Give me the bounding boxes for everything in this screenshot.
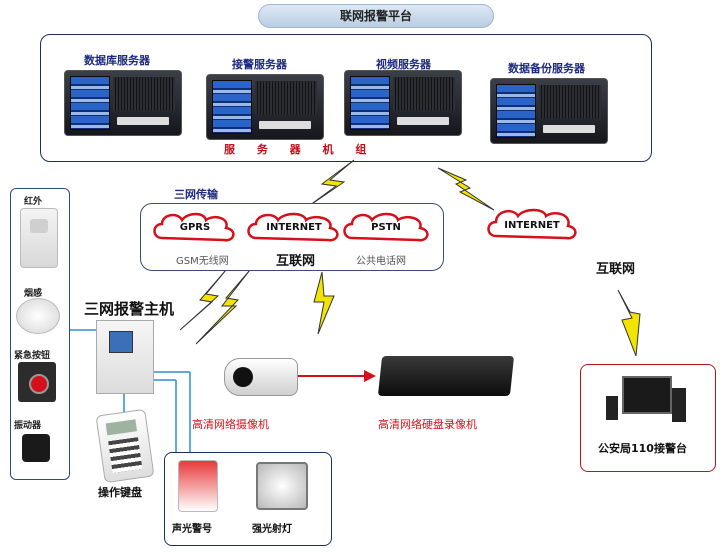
floodlight-label: 强光射灯 — [252, 524, 292, 535]
internet-cloud-icon — [247, 212, 339, 242]
lightning-bolt-icon — [179, 269, 227, 331]
alarm-host-icon — [96, 320, 154, 394]
floodlight-icon — [256, 462, 308, 510]
computer-tower-icon — [672, 388, 686, 422]
lightning-bolt-icon — [305, 159, 355, 209]
keypad-label: 操作键盘 — [98, 486, 142, 499]
server-label-alarm-receiving: 接警服务器 — [232, 58, 287, 71]
sensor-label-smoke: 烟感 — [24, 289, 43, 299]
platform-title: 联网报警平台 — [258, 4, 494, 28]
gprs-cloud-label: GPRS — [179, 222, 211, 233]
right-internet-cloud-icon — [487, 208, 577, 240]
panic-button-icon — [18, 362, 56, 402]
gsm-caption: GSM无线网 — [176, 256, 229, 267]
server-label-database: 数据库服务器 — [84, 54, 150, 67]
lightning-bolt-icon — [437, 167, 495, 211]
nvr-icon — [377, 356, 515, 396]
siren-icon — [178, 460, 218, 512]
sensor-label-vibration: 振动器 — [14, 421, 42, 431]
server-label-video: 视频服务器 — [376, 58, 431, 71]
right-internet-cloud-label: INTERNET — [504, 220, 560, 231]
keypad-icon — [95, 408, 155, 484]
backup-server-icon — [490, 78, 608, 144]
camera-icon — [224, 358, 298, 396]
database-server-icon — [64, 70, 182, 136]
right-internet-label: 互联网 — [596, 262, 636, 277]
vibration-sensor-icon — [22, 434, 50, 462]
sensor-label-infrared: 红外 — [24, 197, 43, 207]
computer-monitor-icon — [622, 376, 672, 414]
video-server-icon — [344, 70, 462, 136]
internet-caption: 互联网 — [276, 254, 316, 269]
police-label: 公安局110接警台 — [598, 442, 687, 455]
transmission-title: 三网传输 — [174, 188, 218, 201]
infrared-sensor-icon — [20, 208, 58, 268]
lightning-bolt-icon — [617, 289, 641, 357]
smoke-detector-icon — [16, 298, 60, 334]
speaker-icon — [606, 396, 618, 420]
gprs-cloud-icon — [153, 212, 235, 242]
server-group-label: 服 务 器 机 组 — [224, 143, 376, 156]
pstn-cloud-icon — [343, 212, 429, 242]
host-label: 三网报警主机 — [84, 300, 175, 318]
lightning-bolt-icon — [195, 269, 251, 345]
pstn-caption: 公共电话网 — [356, 256, 406, 267]
pstn-cloud-label: PSTN — [371, 222, 401, 233]
lightning-bolt-icon — [313, 271, 335, 335]
nvr-label: 高清网络硬盘录像机 — [378, 418, 477, 431]
sensor-label-panic-button: 紧急按钮 — [14, 351, 51, 361]
camera-label: 高清网络摄像机 — [192, 418, 269, 431]
server-label-backup: 数据备份服务器 — [508, 62, 585, 75]
siren-label: 声光警号 — [172, 524, 212, 535]
internet-cloud-label: INTERNET — [266, 222, 322, 233]
alarm-receiving-server-icon — [206, 74, 324, 140]
